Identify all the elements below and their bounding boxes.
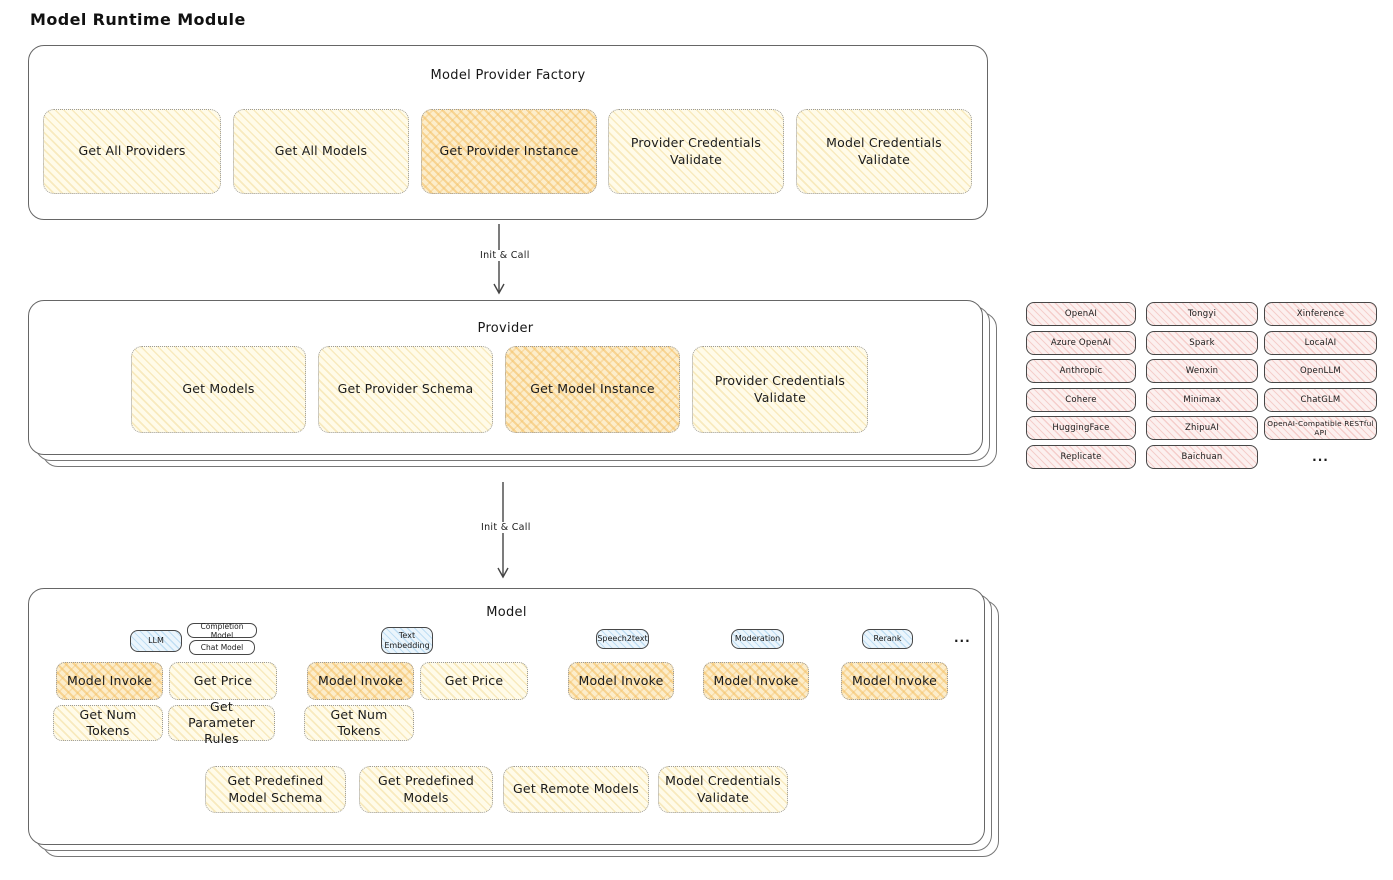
model-invoke-box-embedding: Model Invoke bbox=[307, 662, 414, 700]
get-num-tokens-box-embedding: Get Num Tokens bbox=[304, 705, 414, 741]
get-price-box-embedding: Get Price bbox=[420, 662, 528, 700]
get-parameter-rules-box: Get Parameter Rules bbox=[168, 699, 275, 746]
vendor-spark: Spark bbox=[1146, 330, 1258, 355]
vendor-column-1: OpenAI Azure OpenAI Anthropic Cohere Hug… bbox=[1026, 302, 1136, 469]
vendor-minimax: Minimax bbox=[1146, 387, 1258, 412]
init-call-arrow-2: Init & Call bbox=[473, 480, 535, 582]
model-credentials-validate-box: Model Credentials Validate bbox=[796, 109, 972, 194]
provider-title: Provider bbox=[477, 321, 534, 336]
get-predefined-model-schema-box: Get Predefined Model Schema bbox=[205, 766, 346, 813]
model-invoke-box-rerank: Model Invoke bbox=[841, 662, 948, 700]
vendor-column-2: Tongyi Spark Wenxin Minimax ZhipuAI Baic… bbox=[1146, 302, 1258, 469]
model-invoke-box-llm: Model Invoke bbox=[56, 662, 163, 700]
vendor-huggingface: HuggingFace bbox=[1026, 416, 1136, 440]
get-num-tokens-box-llm: Get Num Tokens bbox=[53, 705, 163, 741]
vendor-xinference: Xinference bbox=[1264, 302, 1377, 326]
tag-rerank: Rerank bbox=[862, 629, 913, 649]
vendor-localai: LocalAI bbox=[1264, 330, 1377, 355]
tag-completion-model: Completion Model bbox=[187, 622, 257, 640]
get-price-box-llm: Get Price bbox=[169, 662, 277, 700]
factory-title: Model Provider Factory bbox=[430, 68, 586, 83]
tag-text-embedding: Text Embedding bbox=[381, 627, 433, 654]
vendor-anthropic: Anthropic bbox=[1026, 359, 1136, 383]
get-predefined-models-box: Get Predefined Models bbox=[359, 766, 493, 813]
get-provider-schema-box: Get Provider Schema bbox=[318, 346, 493, 433]
vendor-baichuan: Baichuan bbox=[1146, 444, 1258, 469]
provider-credentials-validate-box: Provider Credentials Validate bbox=[608, 109, 784, 194]
vendor-column-3: Xinference LocalAI OpenLLM ChatGLM OpenA… bbox=[1264, 302, 1377, 469]
provider-box: Provider Get Models Get Provider Schema … bbox=[28, 300, 983, 455]
tag-llm: LLM bbox=[130, 630, 182, 652]
vendor-azure-openai: Azure OpenAI bbox=[1026, 330, 1136, 355]
vendor-chatglm: ChatGLM bbox=[1264, 387, 1377, 412]
get-model-instance-box: Get Model Instance bbox=[505, 346, 680, 433]
vendor-wenxin: Wenxin bbox=[1146, 359, 1258, 383]
init-call-label-2: Init & Call bbox=[478, 522, 534, 533]
get-models-box: Get Models bbox=[131, 346, 306, 433]
model-invoke-box-speech2text: Model Invoke bbox=[568, 662, 674, 700]
vendors-more-ellipsis: ... bbox=[1312, 449, 1329, 464]
get-provider-instance-box: Get Provider Instance bbox=[421, 109, 597, 194]
tag-chat-model: Chat Model bbox=[189, 640, 255, 655]
diagram-title: Model Runtime Module bbox=[30, 10, 246, 29]
tag-speech2text: Speech2text bbox=[596, 629, 649, 649]
model-invoke-box-moderation: Model Invoke bbox=[703, 662, 809, 700]
get-remote-models-box: Get Remote Models bbox=[503, 766, 649, 813]
get-all-models-box: Get All Models bbox=[233, 109, 409, 194]
vendor-cohere: Cohere bbox=[1026, 387, 1136, 412]
vendor-openllm: OpenLLM bbox=[1264, 359, 1377, 383]
vendor-openai: OpenAI bbox=[1026, 302, 1136, 326]
vendor-zhipuai: ZhipuAI bbox=[1146, 416, 1258, 440]
init-call-label-1: Init & Call bbox=[477, 250, 533, 261]
get-all-providers-box: Get All Providers bbox=[43, 109, 221, 194]
model-tags-more-ellipsis: ... bbox=[954, 631, 971, 645]
model-credentials-validate-box-2: Model Credentials Validate bbox=[658, 766, 788, 813]
model-box: Model LLM Completion Model Chat Model Te… bbox=[28, 588, 985, 845]
vendor-tongyi: Tongyi bbox=[1146, 302, 1258, 326]
model-provider-factory-box: Model Provider Factory Get All Providers… bbox=[28, 45, 988, 220]
model-title: Model bbox=[486, 605, 527, 620]
vendor-replicate: Replicate bbox=[1026, 444, 1136, 469]
init-call-arrow-1: Init & Call bbox=[469, 222, 533, 298]
tag-moderation: Moderation bbox=[731, 629, 784, 649]
provider-credentials-validate-box-2: Provider Credentials Validate bbox=[692, 346, 868, 433]
vendor-openai-compatible: OpenAI-Compatible RESTful API bbox=[1264, 416, 1377, 440]
